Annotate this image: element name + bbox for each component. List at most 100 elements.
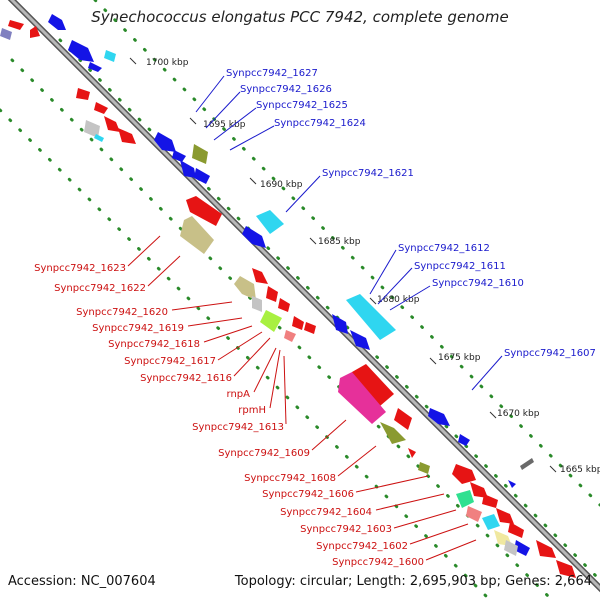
blue-labels: Synpcc7942_1627 Synpcc7942_1626 Synpcc79… [226,68,596,359]
gene-label[interactable]: Synpcc7942_1622 [54,283,146,294]
gene-label[interactable]: Synpcc7942_1600 [332,557,424,568]
gene-arrow[interactable] [508,480,516,488]
accession-text: Accession: NC_007604 [8,574,156,589]
gene-olive[interactable] [192,144,208,164]
gene-arrow[interactable] [186,196,222,226]
gene-label[interactable]: Synpcc7942_1626 [240,84,332,95]
gene-arrow[interactable] [556,560,576,578]
kbp-label: 1685 kbp [318,237,361,247]
gene-arrow[interactable] [508,522,524,538]
gene-magenta[interactable] [338,372,386,424]
gene-label[interactable]: Synpcc7942_1603 [300,524,392,535]
gene-arrow[interactable] [408,448,416,458]
gene-arrow[interactable] [252,268,268,284]
gene-label[interactable]: Synpcc7942_1624 [274,118,366,129]
gene-gray[interactable] [84,120,100,138]
gene-arrow[interactable] [292,316,304,330]
gene-arrow[interactable] [304,322,316,334]
gene-green[interactable] [456,490,474,508]
gene-arrow[interactable] [536,540,556,558]
gene-label[interactable]: Synpcc7942_1620 [76,307,168,318]
gene-arrow[interactable] [88,62,102,72]
gene-khaki[interactable] [180,216,214,254]
kbp-label: 1675 kbp [438,353,481,363]
gene-arrow[interactable] [350,330,370,350]
gene-gray[interactable] [520,458,534,470]
gene-arrow[interactable] [180,160,196,178]
gene-pink[interactable] [284,330,296,342]
gene-arrow[interactable] [428,408,450,426]
red-labels: Synpcc7942_1623 Synpcc7942_1622 Synpcc79… [34,263,424,568]
gene-arrow[interactable] [48,14,66,30]
gene-arrow[interactable] [452,464,476,484]
gene-green[interactable] [260,310,282,332]
gene-olive[interactable] [380,422,406,444]
kbp-ticks [129,57,557,473]
gene-arrow[interactable] [458,434,470,446]
gene-khaki[interactable] [234,276,256,300]
blue-leaders [195,75,503,391]
gene-arrow[interactable] [242,226,266,248]
kbp-label: 1670 kbp [497,409,540,419]
gene-arrow[interactable] [394,408,412,430]
gene-arrow[interactable] [118,128,136,144]
gene-gray[interactable] [504,540,518,556]
gene-cyan[interactable] [482,514,500,530]
gene-label[interactable]: Synpcc7942_1627 [226,68,318,79]
gene-label[interactable]: Synpcc7942_1604 [280,507,372,518]
gene-arrow[interactable] [104,116,120,132]
gene-arrow[interactable] [470,482,488,498]
gene-gray[interactable] [252,296,262,312]
gene-arrow[interactable] [8,20,24,30]
gene-arrow[interactable] [278,298,290,312]
map-title: Synechococcus elongatus PCC 7942, comple… [91,8,509,26]
gene-cyan[interactable] [94,134,104,142]
gene-arrow[interactable] [194,168,210,184]
kbp-label: 1690 kbp [260,180,303,190]
gene-label[interactable]: Synpcc7942_1621 [322,168,414,179]
kbp-label: 1695 kbp [203,120,246,130]
gene-label[interactable]: Synpcc7942_1606 [262,489,354,500]
reverse-strand-genes [8,20,576,578]
gene-arrow[interactable] [172,150,186,162]
gene-label[interactable]: Synpcc7942_1602 [316,541,408,552]
gene-label[interactable]: Synpcc7942_1608 [244,473,336,484]
kbp-label: 1665 kbp [560,465,600,475]
kbp-label: 1680 kbp [377,295,420,305]
gene-cyan[interactable] [256,210,284,234]
gene-arrow[interactable] [352,364,394,406]
gene-arrow[interactable] [514,540,530,556]
gene-label[interactable]: Synpcc7942_1623 [34,263,126,274]
gene-arrow[interactable] [76,88,90,100]
gene-label[interactable]: Synpcc7942_1618 [108,339,200,350]
gene-label[interactable]: Synpcc7942_1610 [432,278,524,289]
gene-label[interactable]: Synpcc7942_1613 [192,422,284,433]
gene-arrow[interactable] [68,40,94,62]
gene-cyan[interactable] [104,50,116,62]
gene-pink[interactable] [466,506,482,522]
gene-label[interactable]: Synpcc7942_1609 [218,448,310,459]
kbp-labels: 1700 kbp 1695 kbp 1690 kbp 1685 kbp 1680… [146,58,600,475]
gene-arrow[interactable] [0,28,12,40]
gene-arrow[interactable] [482,494,498,508]
gene-label[interactable]: Synpcc7942_1607 [504,348,596,359]
gene-label[interactable]: Synpcc7942_1617 [124,356,216,367]
gene-arrow[interactable] [94,102,108,114]
forward-strand-genes [0,14,534,556]
gene-label[interactable]: Synpcc7942_1619 [92,323,184,334]
gene-label[interactable]: Synpcc7942_1612 [398,243,490,254]
gene-arrow[interactable] [30,26,40,38]
gene-label[interactable]: Synpcc7942_1616 [140,373,232,384]
gene-label[interactable]: Synpcc7942_1625 [256,100,348,111]
gene-label[interactable]: Synpcc7942_1611 [414,261,506,272]
gene-label[interactable]: rpmH [238,405,266,416]
gene-arrow[interactable] [332,314,348,334]
gene-label[interactable]: rnpA [227,389,251,400]
gene-olive[interactable] [418,462,430,474]
gene-cyan[interactable] [346,294,396,340]
gene-arrow[interactable] [266,286,278,302]
gene-arrow[interactable] [496,508,514,524]
gene-arrow[interactable] [154,132,176,152]
